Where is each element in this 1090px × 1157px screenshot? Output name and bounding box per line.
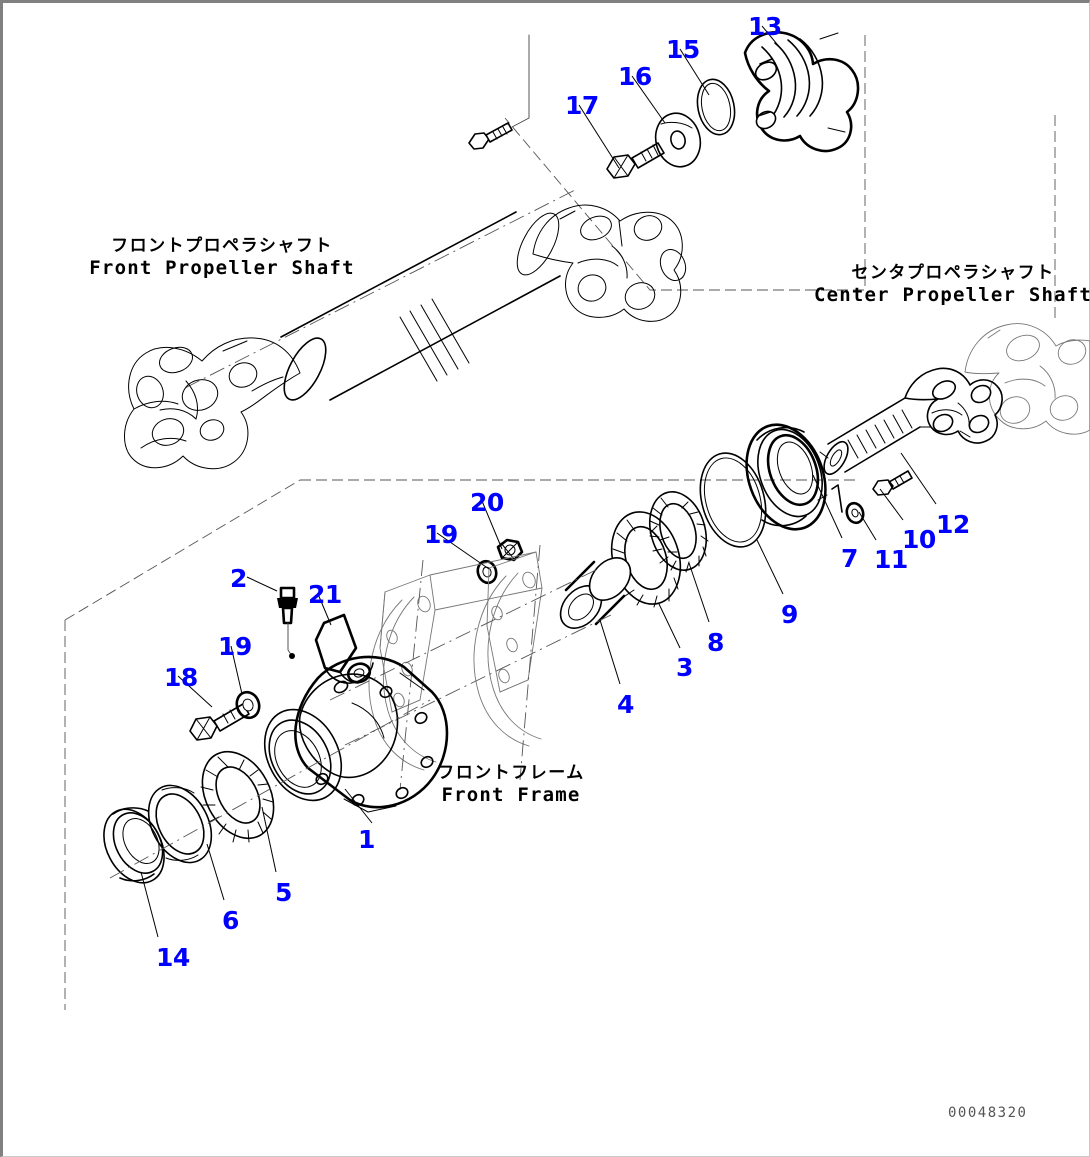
- group-label-front-propeller-shaft: フロントプロペラシャフト Front Propeller Shaft: [89, 236, 354, 281]
- front-propeller-shaft-assembly: [124, 34, 687, 470]
- part-11-washer: [845, 501, 865, 525]
- part-10-bolt: [872, 470, 913, 496]
- group-label-front-frame: フロントフレーム Front Frame: [437, 763, 585, 808]
- part-5-roller-bearing: [200, 750, 275, 843]
- callout-number-19: 19: [424, 520, 458, 549]
- callout-number-10: 10: [902, 525, 936, 554]
- group-label-en: Front Frame: [441, 784, 581, 807]
- part-14-oil-seal: [103, 807, 165, 884]
- center-shaft-coupling-parts: [606, 31, 860, 179]
- callout-number-20: 20: [470, 488, 504, 517]
- leader-line-9: [756, 539, 784, 595]
- leader-line-5: [261, 806, 277, 873]
- part-6-bearing-race: [147, 784, 213, 864]
- part-9-o-ring: [699, 452, 767, 548]
- group-label-center-propeller-shaft: センタプロペラシャフト Center Propeller Shaft: [814, 263, 1090, 308]
- leader-line-21: [317, 593, 332, 626]
- callout-number-1: 1: [358, 825, 375, 854]
- group-label-jp: フロントフレーム: [437, 763, 585, 783]
- part-15-seal-ring: [696, 78, 736, 136]
- callout-number-19: 19: [218, 632, 252, 661]
- callout-number-16: 16: [618, 62, 652, 91]
- leader-line-16: [631, 75, 666, 124]
- rear-universal-joint-front-shaft: [532, 204, 687, 322]
- part-17-hex-bolt: [606, 142, 665, 179]
- callout-number-13: 13: [748, 12, 782, 41]
- leader-line-10: [879, 488, 904, 521]
- front-universal-joint: [124, 337, 301, 470]
- callout-number-5: 5: [275, 878, 292, 907]
- leader-line-18: [177, 675, 213, 708]
- callout-number-2: 2: [230, 564, 247, 593]
- leader-line-19: [230, 645, 243, 695]
- leader-line-11: [858, 511, 877, 541]
- part-2-grease-fitting: [277, 586, 298, 657]
- part-16-washer: [654, 112, 702, 168]
- callout-number-6: 6: [222, 906, 239, 935]
- part-19-washer-left: [235, 690, 261, 720]
- callout-number-17: 17: [565, 91, 599, 120]
- front-shaft-bolt: [468, 34, 530, 150]
- leader-line-8: [688, 562, 710, 623]
- part-12-sleeve-yoke: [823, 367, 1003, 476]
- callout-number-15: 15: [666, 35, 700, 64]
- callout-leader-lines: [140, 25, 937, 938]
- part-4-spacer-sleeve: [559, 557, 632, 629]
- callout-number-9: 9: [781, 600, 798, 629]
- leader-line-2: [246, 576, 278, 592]
- leader-line-13: [761, 25, 782, 50]
- group-label-jp: センタプロペラシャフト: [851, 263, 1055, 283]
- leader-line-20: [481, 500, 503, 550]
- part-1-bearing-carrier-housing: [263, 653, 449, 813]
- callout-number-18: 18: [164, 663, 198, 692]
- callout-number-14: 14: [156, 943, 190, 972]
- part-18-hex-bolt: [189, 703, 250, 741]
- zone-boundary-lines: [64, 35, 1056, 1010]
- leader-line-19: [436, 532, 490, 570]
- callout-number-12: 12: [936, 510, 970, 539]
- group-label-en: Center Propeller Shaft: [813, 284, 1090, 307]
- callout-number-8: 8: [707, 628, 724, 657]
- callout-number-3: 3: [676, 653, 693, 682]
- callout-number-11: 11: [874, 545, 908, 574]
- leader-line-14: [140, 871, 159, 938]
- part-20-nut: [496, 538, 524, 562]
- part-7-bearing-housing: [745, 423, 829, 531]
- leader-line-15: [679, 48, 710, 96]
- leader-line-3: [658, 603, 681, 649]
- group-label-jp: フロントプロペラシャフト: [111, 236, 333, 256]
- front-frame-ghost: [329, 544, 616, 791]
- leader-line-1: [344, 788, 373, 824]
- leader-line-6: [206, 843, 225, 901]
- callout-number-4: 4: [617, 690, 634, 719]
- leader-line-4: [599, 619, 621, 685]
- leader-line-12: [900, 452, 937, 505]
- callout-number-21: 21: [308, 580, 342, 609]
- part-13-flange-yoke: [743, 31, 860, 153]
- leader-line-17: [578, 104, 620, 169]
- callout-number-7: 7: [841, 544, 858, 573]
- drawing-number: 00048320: [948, 1105, 1028, 1121]
- part-8-roller-bearing: [649, 491, 709, 573]
- center-shaft-ghost-joint: [964, 323, 1090, 435]
- group-label-en: Front Propeller Shaft: [89, 257, 355, 280]
- center-propeller-shaft-assembly: [649, 323, 1090, 573]
- propeller-shaft-tube: [280, 211, 561, 401]
- leader-line-7: [812, 474, 843, 539]
- bearing-and-spacer-parts: [476, 511, 682, 629]
- support-bearing-housing-group: [103, 586, 449, 884]
